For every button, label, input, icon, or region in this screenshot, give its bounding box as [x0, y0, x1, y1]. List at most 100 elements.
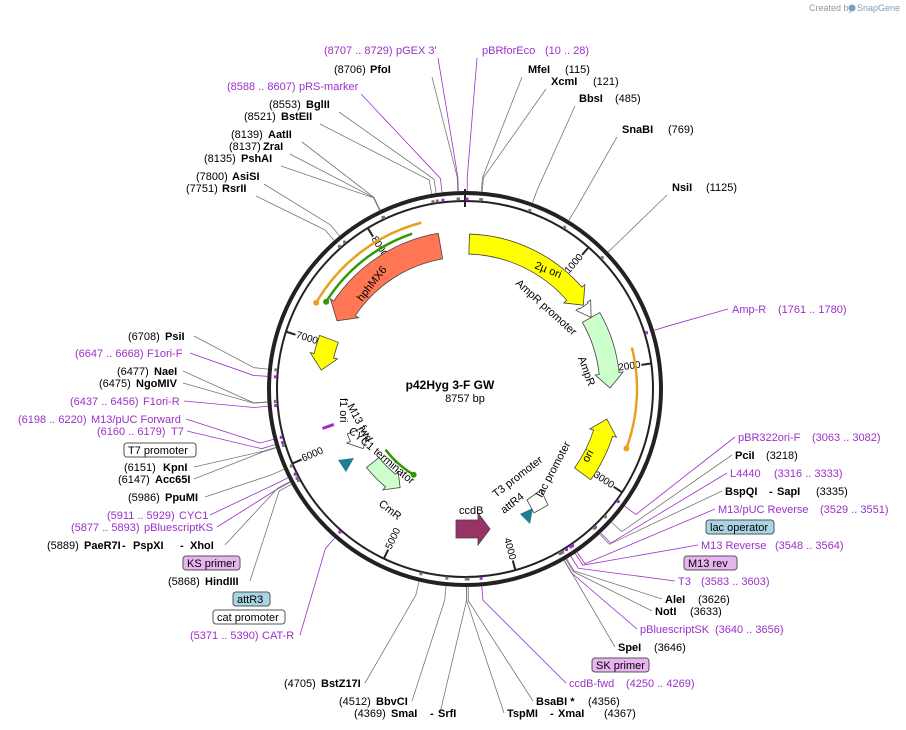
label-ngomiv: NgoMIV [136, 378, 178, 390]
label-l4440: L4440 [730, 468, 761, 480]
site-marker [479, 576, 483, 580]
site-marker [456, 197, 460, 201]
label-cyc1-range: (5911 .. 5929) [107, 510, 175, 522]
leader-line [437, 57, 459, 192]
label-lac-operator: lac operator [710, 522, 768, 534]
site-marker [296, 478, 300, 482]
label-bsteii-pos: (8521) [244, 111, 276, 123]
leader-line [611, 454, 733, 533]
site-marker [274, 404, 278, 408]
label-rsrii: RsrII [222, 183, 246, 195]
label-rsrii-pos: (7751) [186, 183, 218, 195]
label-acc65i: Acc65I [155, 474, 190, 486]
label-pbluescriptks: pBluescriptKS [144, 522, 213, 534]
label-bbvci-pos: (4512) [339, 696, 371, 708]
site-marker [465, 577, 469, 581]
label-zrai-pos: (8137) [229, 141, 261, 153]
feature-label-lac-promoter: lac promoter [534, 439, 573, 499]
feature-attr3 [338, 458, 354, 472]
sep-paer7i: - [122, 540, 126, 552]
label-xcmi-pos: (121) [593, 76, 619, 88]
label-pcii: PciI [735, 450, 755, 462]
label-snabi-pos: (769) [668, 124, 694, 136]
tick-mark [511, 560, 517, 571]
site-marker [281, 440, 285, 444]
snapgene-logo-icon [848, 4, 856, 12]
label-kpni: KpnI [163, 462, 187, 474]
tick-mark [613, 485, 623, 494]
leader-line [186, 430, 276, 450]
label-l4440-range: (3316 .. 3333) [774, 468, 843, 480]
feature-lac-promoter [526, 489, 549, 514]
label-paer7i-pos: (5889) [47, 540, 79, 552]
site-marker [528, 208, 532, 212]
feature-label-ori: ori [580, 448, 596, 464]
label-noti: NotI [655, 606, 676, 618]
tick-mark [581, 246, 590, 256]
label-t3-range: (3583 .. 3603) [701, 576, 770, 588]
tick-mark [383, 549, 390, 560]
leader-line [224, 481, 291, 546]
feature-cyc1-terminator [345, 427, 370, 450]
label-nsii: NsiI [672, 182, 692, 194]
leader-line [563, 560, 638, 630]
label-ngomiv-pos: (6475) [99, 378, 131, 390]
label-xcmi: XcmI [551, 76, 577, 88]
label-f1orif: F1ori-F [147, 348, 183, 360]
feature-ampr [581, 311, 625, 389]
label-ccdbfwd-range: (4250 .. 4269) [626, 678, 695, 690]
label-bglii-pos: (8553) [269, 99, 301, 111]
site-marker [338, 530, 342, 534]
feature-attr4 [520, 508, 533, 524]
leader-line [255, 195, 335, 241]
feature-f1-ori [309, 334, 339, 371]
label-pbr322orif-range: (3063 .. 3082) [812, 432, 881, 444]
label-tspmi-pos: (4367) [604, 708, 636, 720]
label-kpni-pos: (6151) [124, 462, 156, 474]
label-aatii-pos: (8139) [231, 129, 263, 141]
leader-line [301, 141, 381, 211]
site-marker [293, 472, 297, 476]
label-pbluescriptsk-range: (3640 .. 3656) [715, 624, 784, 636]
leader-line [249, 483, 292, 582]
leader-line [624, 436, 736, 515]
lac-operator-box [705, 519, 775, 535]
label-bsabi: BsaBI * [536, 696, 575, 708]
tick-mark [285, 330, 296, 336]
site-marker [435, 199, 439, 203]
label-zrai: ZraI [263, 141, 283, 153]
label-xmai: XmaI [558, 708, 584, 720]
label-acc65i-pos: (6147) [118, 474, 150, 486]
site-marker [479, 198, 483, 202]
feature-label-cmr: CmR [376, 498, 403, 523]
leader-line [193, 446, 276, 468]
feature-label-f1-ori: f1 ori [337, 398, 349, 422]
label-m13puc-fwd: M13/pUC Forward [91, 414, 181, 426]
sep-smai: - [430, 708, 434, 720]
leader-line [599, 490, 723, 545]
leader-line [481, 586, 567, 684]
site-marker [600, 256, 604, 260]
label-t7-range: (6160 .. 6179) [97, 426, 166, 438]
label-pbrforeco: pBRforEco [482, 45, 535, 57]
label-prsmarker: pRS-marker [299, 81, 359, 93]
label-m13-reverse: M13 Reverse [701, 540, 766, 552]
feature-cmr [365, 456, 401, 491]
feature-hphmx6 [329, 232, 444, 322]
label-pfoi-pos: (8706) [334, 64, 366, 76]
site-marker [273, 400, 277, 404]
label-mfei: MfeI [528, 64, 550, 76]
label-m13puc-rev: M13/pUC Reverse [718, 504, 808, 516]
leader-line [570, 556, 676, 582]
plasmid-length: 8757 bp [445, 393, 485, 405]
label-pbrforeco-range: (10 .. 28) [545, 45, 589, 57]
label-pgex3-range: (8707 .. 8729) [324, 45, 393, 57]
leader-line [319, 123, 433, 194]
label-pbluescriptsk: pBluescriptSK [640, 624, 710, 636]
label-tspmi: TspMI [507, 708, 538, 720]
feature-ampr-promoter [575, 299, 592, 319]
feature-label-ampr: AmpR [575, 355, 597, 388]
leader-line [360, 93, 443, 193]
leader-line [289, 153, 381, 211]
